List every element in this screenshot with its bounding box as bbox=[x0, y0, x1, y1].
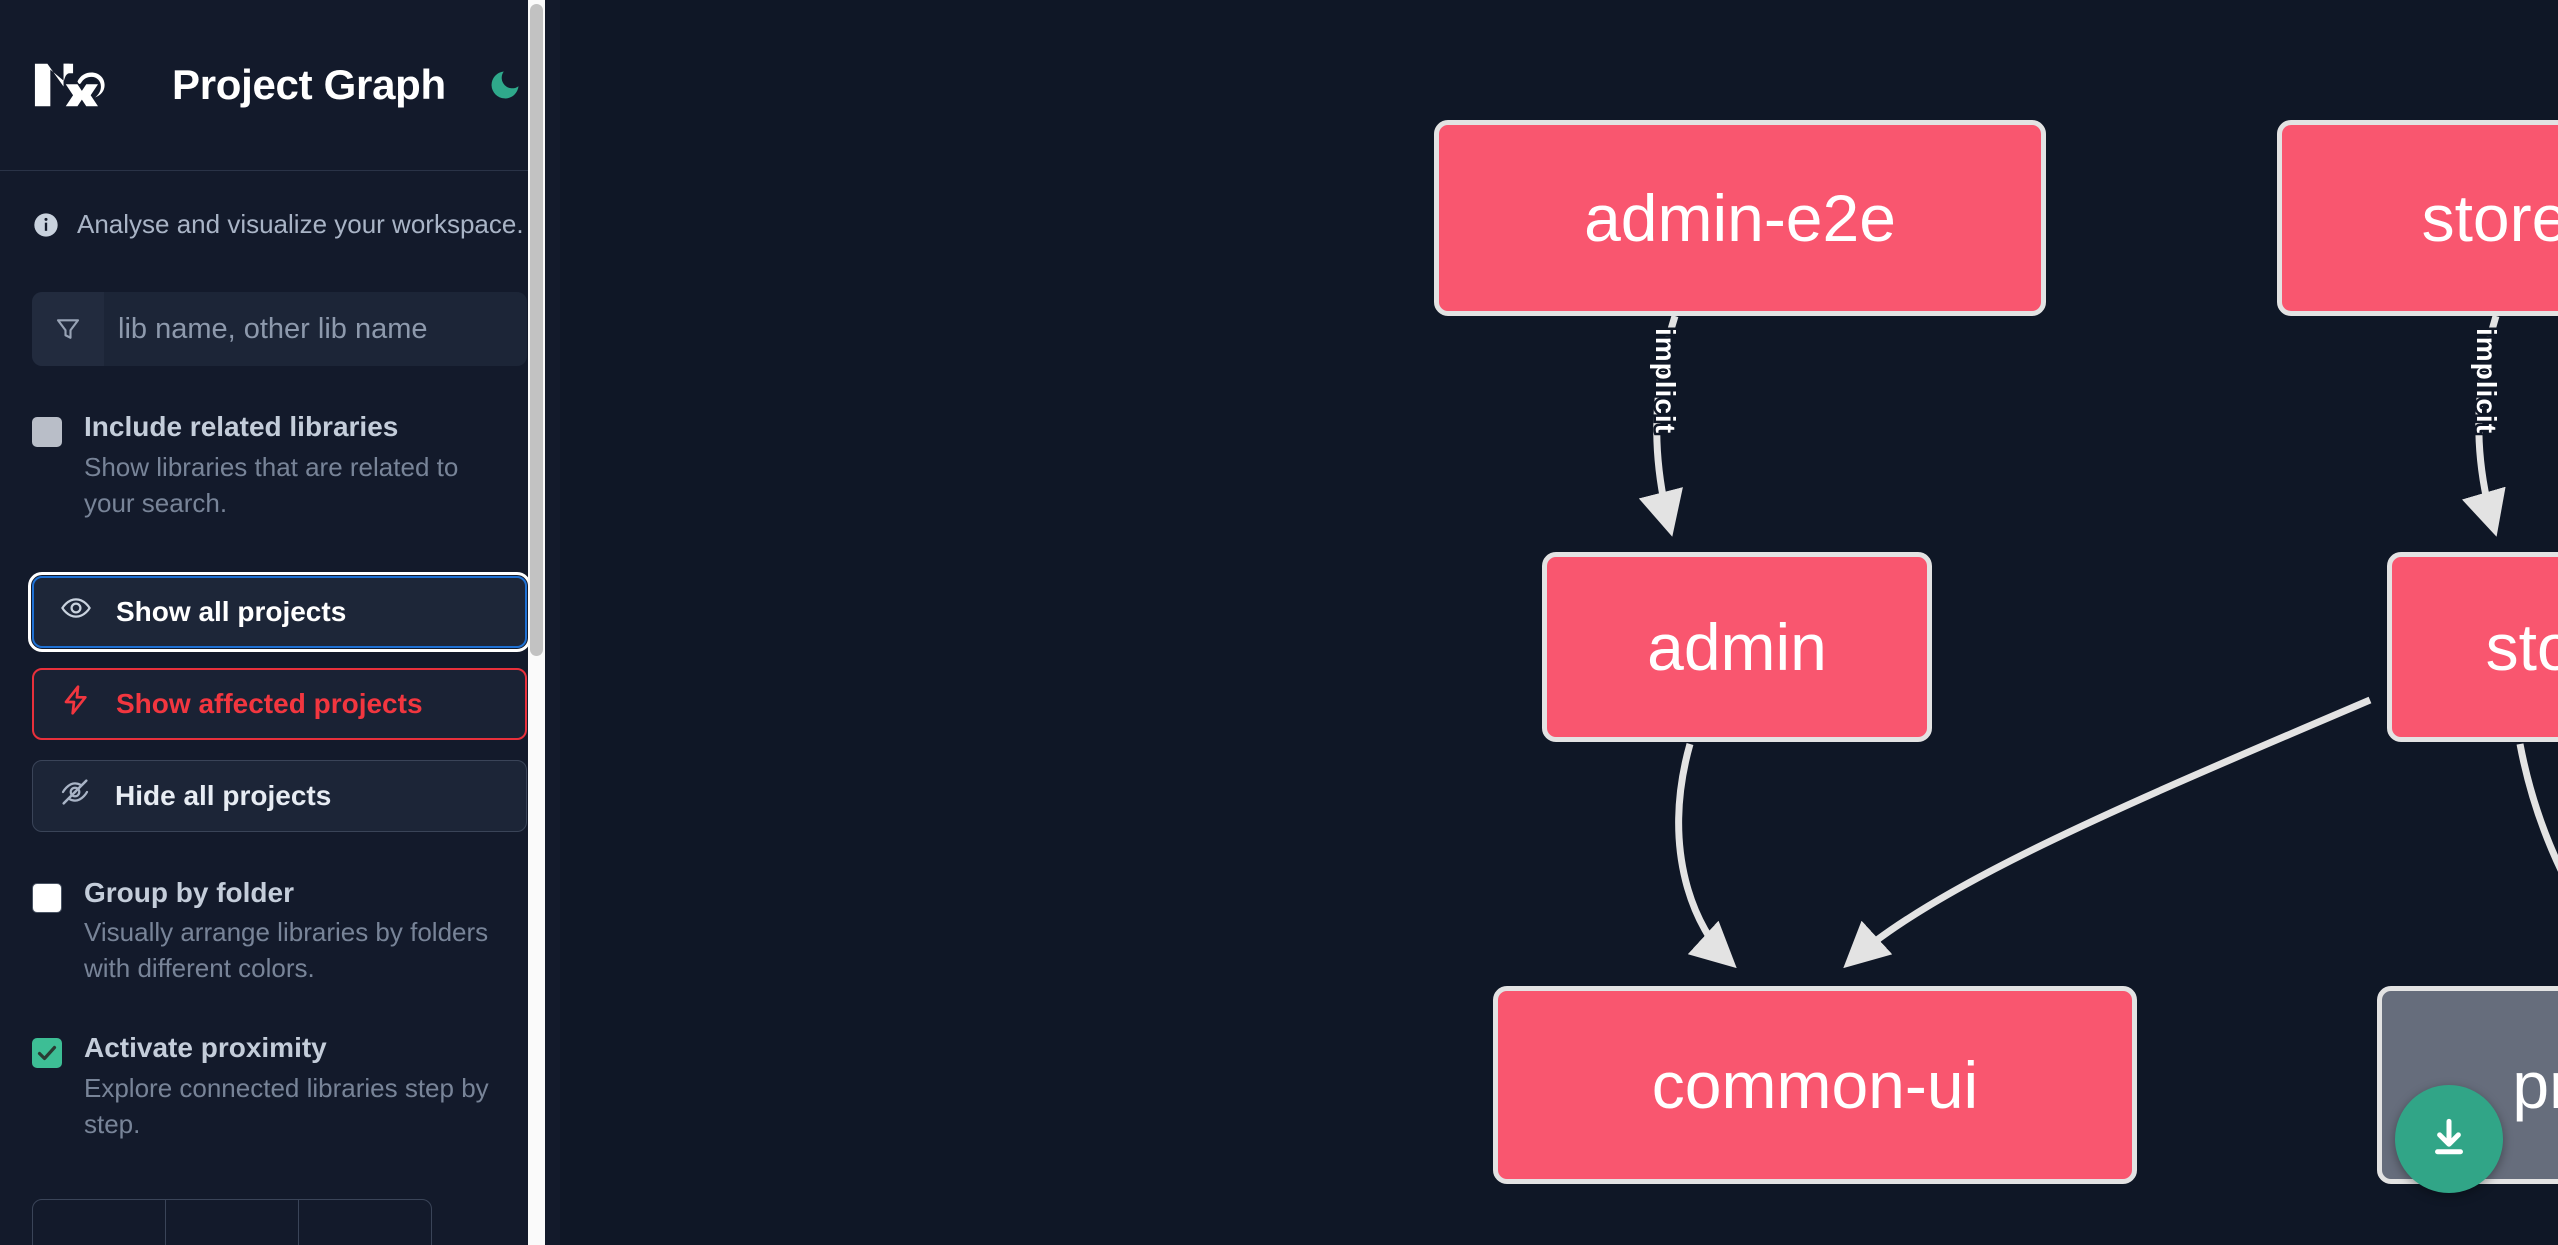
proximity-stepper[interactable] bbox=[32, 1198, 513, 1245]
activate-proximity-description: Explore connected libraries step by step… bbox=[84, 1072, 489, 1139]
graph-node-label: products bbox=[2512, 1048, 2558, 1122]
include-related-libraries-label: Include related libraries bbox=[84, 411, 399, 442]
graph-node-label: common-ui bbox=[1651, 1048, 1979, 1122]
show-affected-projects-button[interactable]: Show affected projects bbox=[32, 667, 527, 740]
workspace-info-text: Analyse and visualize your workspace. bbox=[77, 209, 524, 239]
workspace-info: Analyse and visualize your workspace. bbox=[32, 209, 524, 240]
proximity-stepper-segment-3[interactable] bbox=[299, 1200, 431, 1245]
sidebar-scrollbar-thumb[interactable] bbox=[530, 4, 543, 656]
moon-icon[interactable] bbox=[482, 62, 528, 108]
edge-store-products bbox=[2516, 743, 2558, 872]
activate-proximity-checkbox[interactable] bbox=[32, 1038, 62, 1069]
activate-proximity-label: Activate proximity bbox=[84, 1032, 327, 1064]
graph-edges bbox=[1638, 314, 2558, 969]
info-circle-icon bbox=[32, 211, 60, 239]
proximity-stepper-segment-1[interactable] bbox=[33, 1199, 166, 1245]
eye-off-icon bbox=[59, 776, 91, 815]
download-button[interactable] bbox=[2395, 1085, 2503, 1193]
graph-node-admin[interactable]: admin bbox=[1542, 552, 1932, 742]
include-related-libraries-description: Show libraries that are related to your … bbox=[84, 451, 459, 518]
eye-icon bbox=[60, 592, 92, 631]
edge-store-common-ui bbox=[1843, 696, 2372, 969]
edge-store-e2e-store bbox=[2461, 314, 2506, 537]
sidebar-scrollbar[interactable] bbox=[528, 0, 545, 1245]
include-related-libraries-checkbox[interactable] bbox=[32, 417, 62, 447]
graph-node-label: admin-e2e bbox=[1584, 181, 1896, 255]
project-visibility-buttons: Show all projects Show affected projects bbox=[28, 571, 531, 832]
graph-node-admin-e2e[interactable]: admin-e2e bbox=[1434, 120, 2046, 316]
group-by-folder-description: Visually arrange libraries by folders wi… bbox=[84, 917, 489, 984]
download-icon bbox=[2424, 1113, 2474, 1166]
show-affected-projects-label: Show affected projects bbox=[116, 687, 423, 719]
show-all-projects-button[interactable]: Show all projects bbox=[28, 571, 531, 652]
graph-node-label: admin bbox=[1647, 610, 1827, 684]
sidebar-header: Project Graph bbox=[0, 0, 545, 171]
graph-node-store-e2e[interactable]: store-e2e bbox=[2277, 120, 2558, 316]
hide-all-projects-label: Hide all projects bbox=[115, 779, 332, 811]
graph-node-label: store-e2e bbox=[2421, 181, 2558, 255]
checkbox-include-related-libraries[interactable]: Include related libraries Show libraries… bbox=[32, 411, 513, 522]
filter-field[interactable] bbox=[32, 292, 527, 366]
edge-admin-e2e-admin bbox=[1638, 314, 1683, 537]
graph-node-label: store bbox=[2485, 610, 2558, 684]
edge-admin-common-ui bbox=[1675, 743, 1737, 969]
sidebar: Project Graph Analy bbox=[0, 0, 560, 1245]
graph-node-common-ui[interactable]: common-ui bbox=[1493, 986, 2137, 1184]
graph-node-store[interactable]: store bbox=[2387, 552, 2558, 742]
group-by-folder-label: Group by folder bbox=[84, 876, 294, 908]
proximity-stepper-segment-2[interactable] bbox=[166, 1199, 299, 1245]
lightning-bolt-icon bbox=[60, 684, 92, 723]
group-by-folder-checkbox[interactable] bbox=[32, 882, 62, 913]
sidebar-body: Analyse and visualize your workspace. In… bbox=[0, 209, 545, 1245]
nx-logo-icon bbox=[32, 59, 120, 111]
hide-all-projects-button[interactable]: Hide all projects bbox=[32, 759, 527, 832]
search-input[interactable] bbox=[104, 292, 527, 366]
checkbox-group-by-folder[interactable]: Group by folder Visually arrange librari… bbox=[32, 876, 513, 988]
show-all-projects-label: Show all projects bbox=[116, 595, 347, 627]
filter-funnel-icon bbox=[32, 292, 104, 366]
project-graph-canvas[interactable]: admin-e2e store-e2e admin store common-u… bbox=[560, 0, 2558, 1245]
checkbox-activate-proximity[interactable]: Activate proximity Explore connected lib… bbox=[32, 1032, 513, 1143]
page-title: Project Graph bbox=[172, 61, 446, 108]
